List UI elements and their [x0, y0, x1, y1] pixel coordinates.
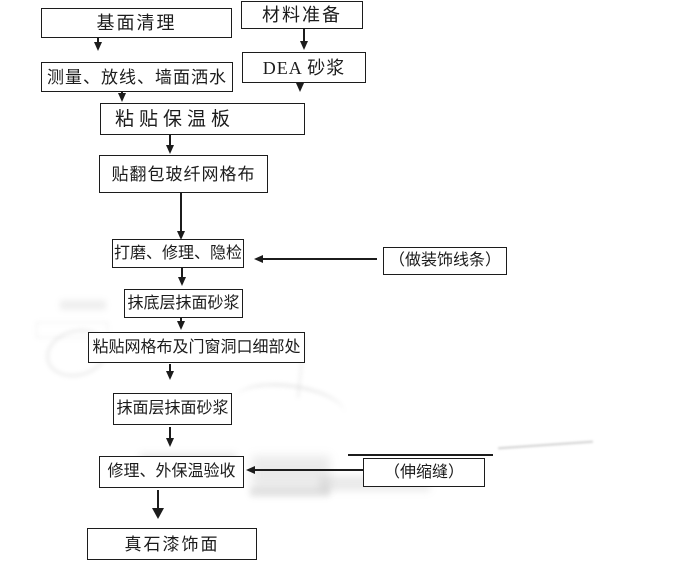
- connector-expansion-to-repair: [253, 469, 363, 471]
- flow-node-wrap-fiberglass-mesh: 贴翻包玻纤网格布: [99, 155, 268, 193]
- flow-node-base-cleaning: 基面清理: [41, 8, 232, 38]
- flow-node-measure-layout: 测量、放线、墙面洒水: [41, 62, 233, 92]
- connector-decorative-to-grind: [261, 258, 377, 260]
- scan-smudge: [232, 377, 348, 435]
- arrowhead-left-decorative-to-grind: [254, 254, 263, 263]
- line-expansion-top-line: [348, 454, 493, 456]
- flow-node-label: 真石漆饰面: [124, 534, 220, 554]
- flow-node-label: 粘贴网格布及门窗洞口细部处: [92, 338, 301, 356]
- connector-grind-to-basecoat: [181, 268, 183, 279]
- flow-node-material-prep: 材料准备: [241, 1, 363, 29]
- flow-node-label: 抹底层抹面砂浆: [127, 294, 240, 312]
- arrowhead-down-base-to-measure: [93, 42, 102, 51]
- flow-node-label: 修理、外保温验收: [107, 463, 236, 480]
- scan-smudge: [250, 487, 330, 497]
- flow-node-finish-coat-mortar: 抹面层抹面砂浆: [113, 393, 232, 425]
- flow-node-label: 基面清理: [96, 13, 177, 33]
- flow-node-mesh-and-openings: 粘贴网格布及门窗洞口细部处: [88, 332, 305, 363]
- flow-node-decorative-lines: （做装饰线条）: [383, 247, 507, 275]
- flow-node-label: 贴翻包玻纤网格布: [111, 164, 256, 184]
- scan-smudge: [60, 300, 106, 310]
- connector-mesh-to-finishcoat: [169, 364, 171, 373]
- arrowhead-down-finishcoat-to-repair: [165, 438, 174, 447]
- flow-node-base-coat-mortar: 抹底层抹面砂浆: [124, 289, 243, 318]
- arrowhead-down-meshwrap-to-grind: [176, 231, 185, 240]
- arrowhead-down-measure-to-insulation: [117, 93, 126, 102]
- flow-node-label: （做装饰线条）: [388, 252, 501, 269]
- scan-smudge: [498, 440, 593, 450]
- arrowhead-down-grind-to-basecoat: [177, 277, 186, 286]
- connector-finishcoat-to-repair: [169, 427, 171, 440]
- flow-node-label: 抹面层抹面砂浆: [116, 400, 229, 417]
- connector-basecoat-to-mesh: [180, 318, 182, 323]
- arrowhead-down-basecoat-to-mesh: [176, 321, 185, 330]
- scan-smudge: [252, 456, 330, 490]
- flow-node-label: 粘贴保温板: [115, 108, 236, 130]
- flow-node-label: （伸缩缝）: [383, 463, 464, 481]
- connector-repair-to-stonepaint: [156, 490, 160, 510]
- flow-node-label: DEA 砂浆: [262, 57, 346, 78]
- arrowhead-left-expansion-to-repair: [246, 465, 255, 474]
- flow-node-label: 测量、放线、墙面洒水: [47, 67, 227, 87]
- arrowhead-down-insulation-to-meshwrap: [165, 145, 174, 154]
- flow-node-dea-mortar: DEA 砂浆: [242, 52, 366, 83]
- arrowhead-down-dea-to-insulation: [295, 83, 304, 92]
- connector-material-to-dea: [303, 29, 305, 43]
- flow-node-stone-paint-finish: 真石漆饰面: [87, 528, 257, 560]
- flow-node-repair-acceptance: 修理、外保温验收: [99, 456, 244, 488]
- arrowhead-down-material-to-dea: [299, 41, 308, 50]
- connector-insulation-to-meshwrap: [169, 135, 171, 147]
- flow-node-paste-insulation-board: 粘贴保温板: [100, 103, 305, 135]
- flow-node-label: 材料准备: [262, 5, 342, 25]
- flow-node-grind-repair-inspect: 打磨、修理、隐检: [112, 239, 244, 268]
- connector-meshwrap-to-grind: [180, 193, 182, 233]
- flow-node-label: 打磨、修理、隐检: [113, 244, 242, 262]
- arrowhead-down-repair-to-stonepaint: [152, 508, 164, 519]
- flow-node-expansion-joint: （伸缩缝）: [363, 458, 485, 487]
- arrowhead-down-mesh-to-finishcoat: [165, 371, 174, 380]
